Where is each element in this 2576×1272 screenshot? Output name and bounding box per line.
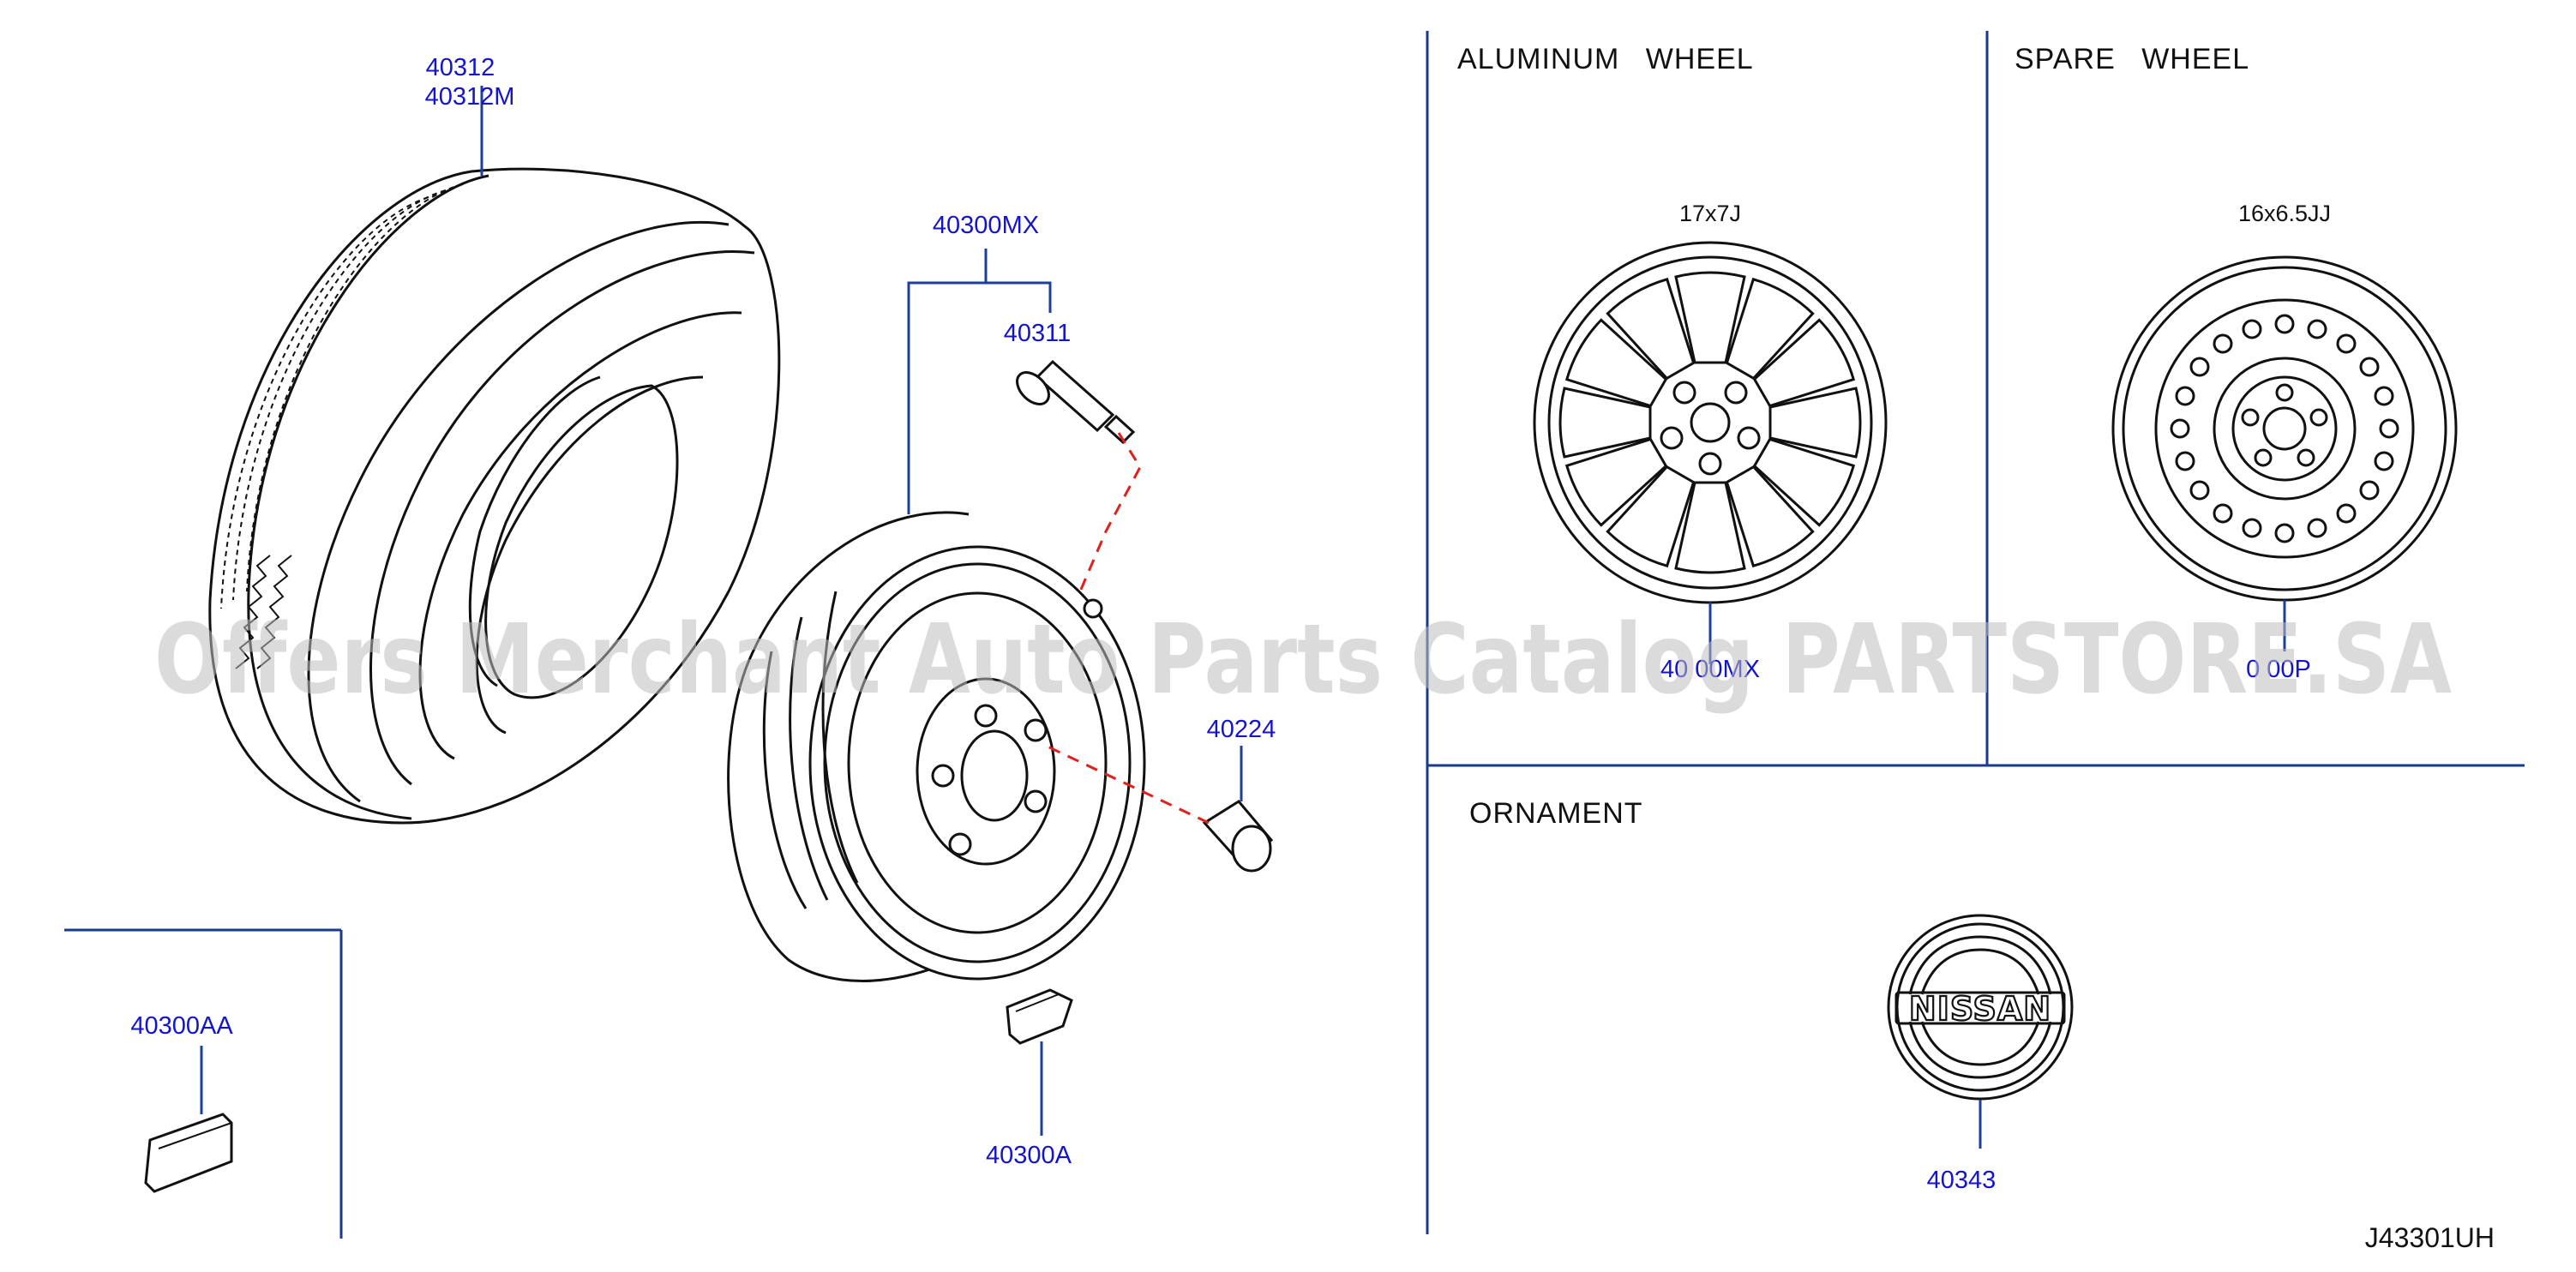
lug-nut-icon (1202, 800, 1274, 873)
wheel-illustration (727, 511, 1146, 982)
callout-40224[interactable]: 40224 (1207, 716, 1276, 743)
wheel-assembly-bracket (907, 249, 1052, 514)
nissan-ornament-icon: NISSAN (1887, 914, 2074, 1101)
ornament-logo-text: NISSAN (1909, 990, 2051, 1028)
callout-40343[interactable]: 40343 (1927, 1167, 1997, 1194)
callout-40312[interactable]: 40312 (426, 54, 495, 81)
panel-frame (64, 31, 2525, 1239)
valve-stem-icon (1016, 359, 1136, 445)
valve-dashed-leader (1078, 432, 1142, 592)
diagram-code: J43301UH (2365, 1222, 2495, 1253)
aluminum-wheel-heading: ALUMINUM WHEEL (1457, 43, 1754, 75)
ornament-heading: ORNAMENT (1469, 797, 1643, 830)
nut-dashed-leader (1045, 744, 1210, 825)
watermark-text: Offers Merchant Auto Parts Catalog PARTS… (154, 604, 2452, 716)
aluminum-wheel-illustration (1533, 241, 1888, 604)
aluminum-wheel-size: 17x7J (1679, 201, 1741, 226)
callout-40300a[interactable]: 40300A (986, 1142, 1072, 1169)
callout-spare-wheel-part[interactable]: 0 00P (2246, 656, 2311, 683)
adhesive-weight-icon (144, 1113, 233, 1193)
spare-wheel-size: 16x6.5JJ (2238, 201, 2331, 226)
callout-40312m[interactable]: 40312M (425, 83, 515, 111)
spare-wheel-illustration (2111, 255, 2458, 602)
callout-aluminum-wheel-part[interactable]: 40 00MX (1660, 656, 1760, 683)
spare-wheel-heading: SPARE WHEEL (2015, 43, 2249, 75)
tire-illustration (208, 167, 781, 825)
balance-weight-clip-icon (1006, 988, 1073, 1045)
callout-40300mx[interactable]: 40300MX (933, 212, 1039, 239)
callout-40300aa[interactable]: 40300AA (130, 1012, 233, 1040)
callout-40311[interactable]: 40311 (1004, 320, 1072, 347)
